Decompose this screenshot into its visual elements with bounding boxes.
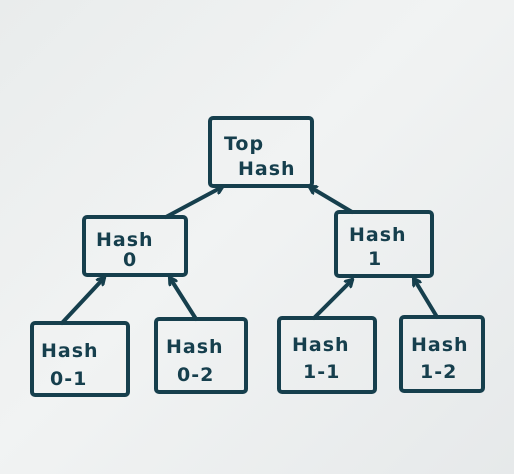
node-hash-0-1: Hash 0-1 xyxy=(30,321,130,397)
node-hash-0-1-line-2: 0-1 xyxy=(50,368,87,390)
node-hash-1-2-line-1: Hash xyxy=(411,334,469,356)
node-hash-0-2-line-1: Hash xyxy=(166,336,224,358)
node-hash-1-1-line-2: 1-1 xyxy=(303,361,340,383)
node-hash-1-2: Hash 1-2 xyxy=(399,315,485,393)
edge-h12-to-h1 xyxy=(414,279,439,319)
edge-h1-to-top xyxy=(310,187,354,214)
node-hash-1-line-2: 1 xyxy=(368,248,382,270)
edge-h11-to-h1 xyxy=(312,280,352,320)
node-hash-0: Hash 0 xyxy=(82,215,188,277)
node-hash-1-line-1: Hash xyxy=(349,224,407,246)
node-hash-1-1-line-1: Hash xyxy=(292,334,350,356)
edges xyxy=(60,187,439,325)
node-hash-1-2-line-2: 1-2 xyxy=(420,361,457,383)
node-hash-1: Hash 1 xyxy=(334,210,434,278)
node-hash-0-2-line-2: 0-2 xyxy=(177,364,214,386)
node-hash-0-line-1: Hash xyxy=(96,229,154,251)
node-hash-1-1: Hash 1-1 xyxy=(277,316,377,394)
node-top-hash: Top Hash xyxy=(208,116,314,188)
node-top-hash-line-2: Hash xyxy=(238,158,296,180)
node-top-hash-line-1: Top xyxy=(224,133,264,155)
edge-h02-to-h0 xyxy=(170,278,198,321)
edge-h0-to-top xyxy=(164,187,222,219)
node-hash-0-2: Hash 0-2 xyxy=(154,317,248,394)
node-hash-0-1-line-1: Hash xyxy=(41,340,99,362)
edge-h01-to-h0 xyxy=(60,278,104,325)
node-hash-0-line-2: 0 xyxy=(123,249,137,271)
